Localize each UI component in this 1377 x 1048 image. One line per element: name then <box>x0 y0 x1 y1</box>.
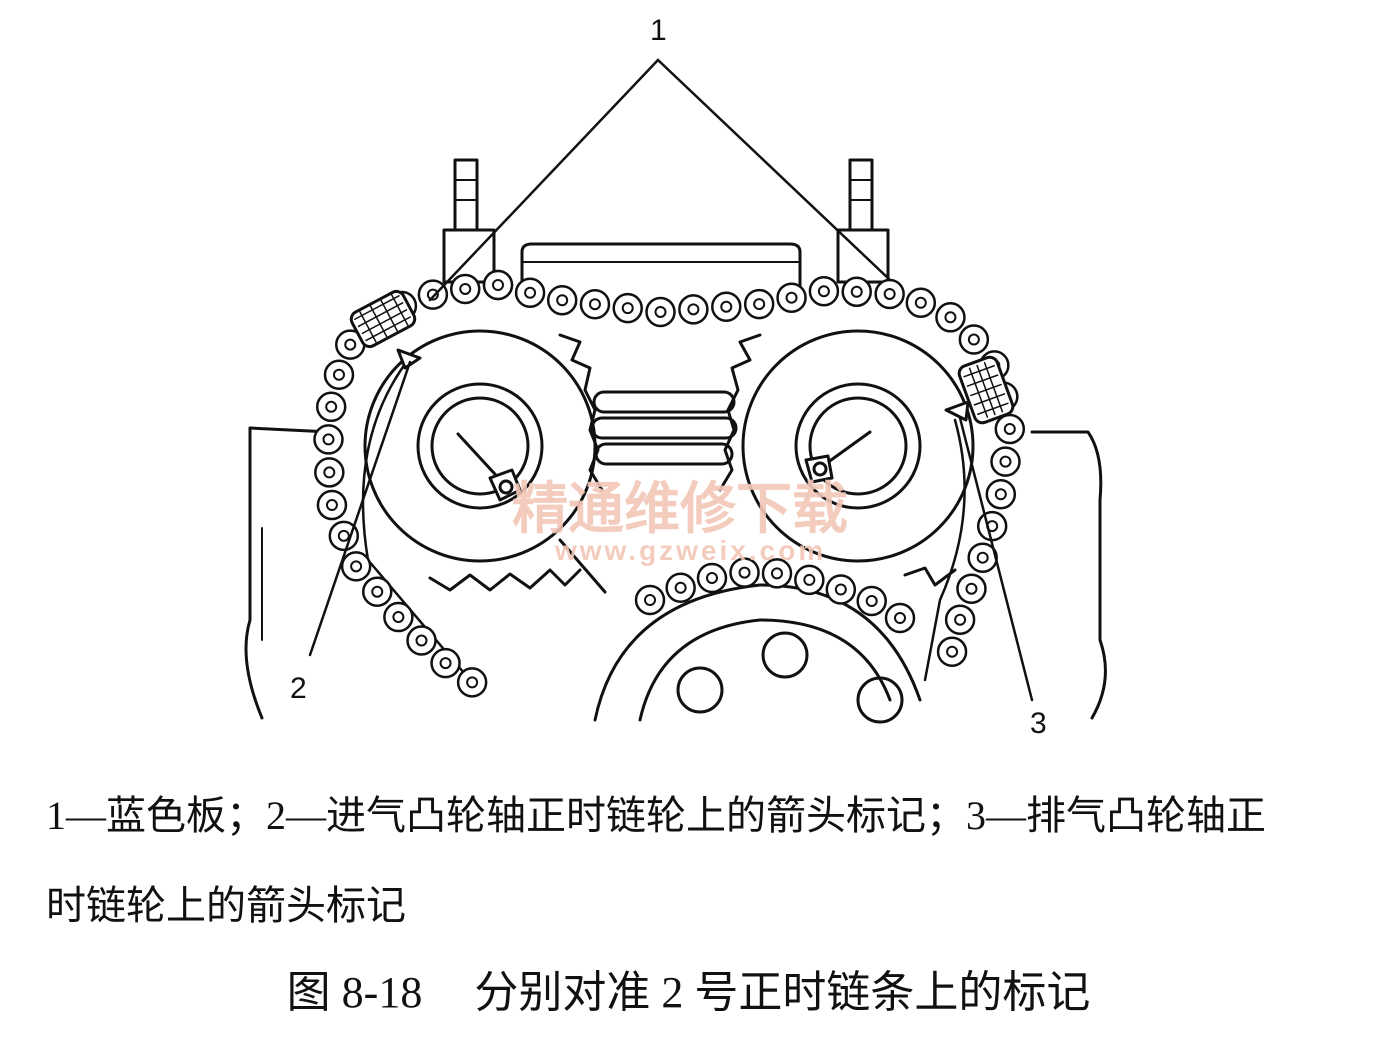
chain-pin <box>556 294 569 307</box>
chain-pin <box>492 279 504 291</box>
chain-pin <box>850 285 863 298</box>
callout-1: 1 <box>650 14 667 47</box>
chain-pin <box>738 566 751 579</box>
chain-pin <box>944 311 957 324</box>
watermark-text: 精通维修下载 <box>512 477 848 540</box>
chain-pin <box>999 455 1012 468</box>
legend-line-1: 1—蓝色板；2—进气凸轮轴正时链轮上的箭头标记；3—排气凸轮轴正 <box>46 793 1266 838</box>
figure-title: 分别对准 2 号正时链条上的标记 <box>474 968 1091 1017</box>
blue-plate-left <box>349 289 417 349</box>
chain-pin <box>946 645 959 658</box>
intake-camshaft-sprocket <box>363 329 607 594</box>
chain-pin <box>834 583 847 596</box>
chain-pin <box>322 433 335 446</box>
timing-chain-diagram: 1 2 3 精通维修下载 www.gzweix.com <box>244 14 1107 740</box>
chain-pin <box>426 288 439 301</box>
chain-pin <box>967 333 980 346</box>
chain-pin <box>1003 422 1016 435</box>
left-stud <box>442 158 496 284</box>
chain-pin <box>415 634 428 647</box>
legend-line-2: 时链轮上的箭头标记 <box>46 883 406 928</box>
exhaust-camshaft-sprocket <box>741 329 975 587</box>
chain-pin <box>965 582 978 595</box>
chain-pin <box>644 594 656 606</box>
chain-pin <box>770 567 783 580</box>
lower-sprocket <box>593 583 922 724</box>
chain-pin <box>325 400 338 413</box>
chain-pin <box>344 338 357 351</box>
callout-2: 2 <box>290 672 307 705</box>
chain-pin <box>817 285 830 298</box>
watermark-url: www.gzweix.com <box>554 535 826 566</box>
chain-pin <box>332 368 345 381</box>
chain-pin <box>323 466 336 479</box>
chain-pin <box>883 287 896 300</box>
timing-chain <box>313 269 1026 698</box>
chain-pin <box>654 305 667 318</box>
callout-3: 3 <box>1030 707 1047 740</box>
chain-pin <box>976 551 989 564</box>
leader-lines <box>308 58 1034 702</box>
chain-pin <box>753 298 766 311</box>
chain-pin <box>785 291 798 304</box>
chain-pin <box>705 572 718 585</box>
chain-pin <box>914 296 927 309</box>
figure-caption: 图 8-18 分别对准 2 号正时链条上的标记 <box>0 956 1377 1020</box>
blue-plate-right <box>957 355 1015 425</box>
chain-pin <box>954 613 967 626</box>
chain-pin <box>720 300 733 313</box>
chain-pin <box>439 657 452 670</box>
cylinder-head-outline <box>244 426 1107 720</box>
chain-pin <box>524 286 537 299</box>
chain-pin <box>865 595 878 608</box>
right-stud <box>836 158 890 284</box>
chain-pin <box>459 282 472 295</box>
chain-pin <box>674 581 687 594</box>
chain-pin <box>588 298 601 311</box>
chain-pin <box>894 612 907 625</box>
chain-pin <box>392 611 405 624</box>
chain-pin <box>621 302 634 315</box>
chain-pin <box>371 585 384 598</box>
chain-pin <box>466 676 479 689</box>
chain-pin <box>325 499 338 512</box>
chain-pin <box>687 303 700 316</box>
upper-chain-guide <box>520 242 802 294</box>
chain-pin <box>350 560 363 573</box>
chain-pin <box>994 488 1007 501</box>
chain-pin <box>337 529 350 542</box>
chain-pin <box>803 573 816 586</box>
figure-number: 图 8-18 <box>286 968 423 1017</box>
